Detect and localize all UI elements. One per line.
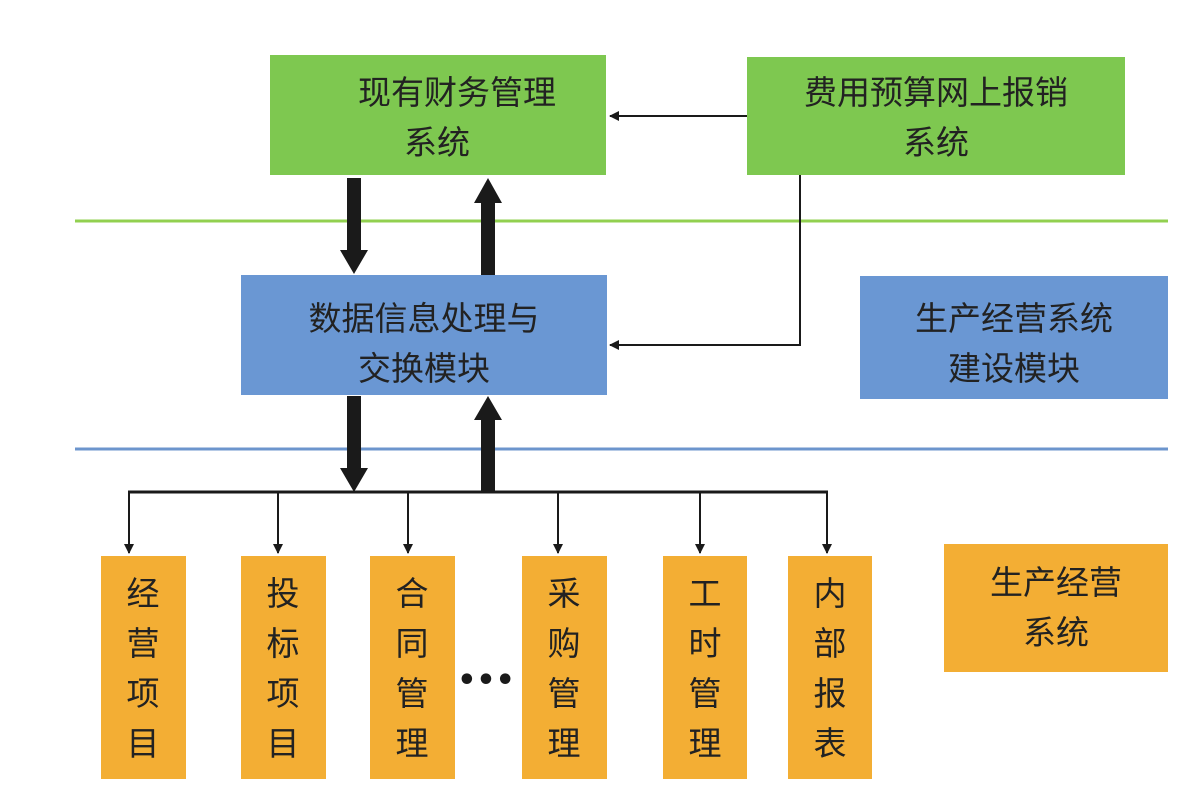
finance-system-line1: 现有财务管理 xyxy=(358,73,556,112)
module-2-char-2: 标 xyxy=(267,624,300,663)
module-4-char-4: 理 xyxy=(548,724,581,763)
module-box-procurement-management: 采 购 管 理 xyxy=(522,556,607,779)
ellipsis-more-modules: ••• xyxy=(457,663,515,698)
module-5-char-1: 工 xyxy=(689,574,722,613)
module-3-char-4: 理 xyxy=(396,724,429,763)
production-build-module-box: 生产经营系统 建设模块 xyxy=(860,276,1168,399)
production-build-line1: 生产经营系统 xyxy=(915,299,1113,338)
module-6-char-2: 部 xyxy=(814,624,847,663)
module-1-char-2: 营 xyxy=(127,624,160,663)
module-6-char-1: 内 xyxy=(814,574,847,613)
expense-system-line1: 费用预算网上报销 xyxy=(804,73,1068,112)
finance-system-box: 现有财务管理 系统 xyxy=(270,55,606,175)
module-1-char-4: 目 xyxy=(127,724,160,763)
production-build-line2: 建设模块 xyxy=(948,349,1080,388)
module-4-char-2: 购 xyxy=(548,624,581,663)
data-exchange-line2: 交换模块 xyxy=(358,349,490,388)
module-5-char-3: 管 xyxy=(689,674,722,713)
module-2-char-3: 项 xyxy=(267,674,300,713)
module-6-char-4: 表 xyxy=(814,724,847,763)
module-4-char-3: 管 xyxy=(548,674,581,713)
module-1-char-1: 经 xyxy=(127,574,160,613)
finance-to-exchange-down-arrow xyxy=(340,178,368,274)
module-box-work-hours-management: 工 时 管 理 xyxy=(663,556,747,779)
data-exchange-module-box: 数据信息处理与 交换模块 xyxy=(241,275,607,395)
module-box-bidding-projects: 投 标 项 目 xyxy=(241,556,326,779)
production-system-label-line1: 生产经营 xyxy=(990,563,1122,602)
module-1-char-3: 项 xyxy=(127,674,160,713)
exchange-to-bus-down-arrow xyxy=(340,396,368,492)
module-3-char-2: 同 xyxy=(396,624,429,663)
module-2-char-1: 投 xyxy=(267,574,300,613)
data-exchange-line1: 数据信息处理与 xyxy=(309,299,540,338)
module-box-operating-projects: 经 营 项 目 xyxy=(101,556,186,779)
module-3-char-3: 管 xyxy=(396,674,429,713)
module-3-char-1: 合 xyxy=(396,574,429,613)
production-system-label-line2: 系统 xyxy=(1023,613,1089,652)
module-box-internal-reports: 内 部 报 表 xyxy=(788,556,872,779)
module-6-char-3: 报 xyxy=(814,674,847,713)
exchange-to-finance-up-arrow xyxy=(474,178,502,275)
module-box-contract-management: 合 同 管 理 xyxy=(370,556,455,779)
expense-to-exchange-arrow xyxy=(609,175,801,350)
module-5-char-4: 理 xyxy=(689,724,722,763)
module-4-char-1: 采 xyxy=(548,574,581,613)
bus-to-exchange-up-arrow xyxy=(474,396,502,492)
expense-system-box: 费用预算网上报销 系统 xyxy=(747,57,1125,175)
module-2-char-4: 目 xyxy=(267,724,300,763)
finance-system-line2: 系统 xyxy=(404,123,470,162)
expense-system-line2: 系统 xyxy=(903,123,969,162)
module-5-char-2: 时 xyxy=(689,624,722,663)
production-system-label-box: 生产经营 系统 xyxy=(944,544,1168,672)
